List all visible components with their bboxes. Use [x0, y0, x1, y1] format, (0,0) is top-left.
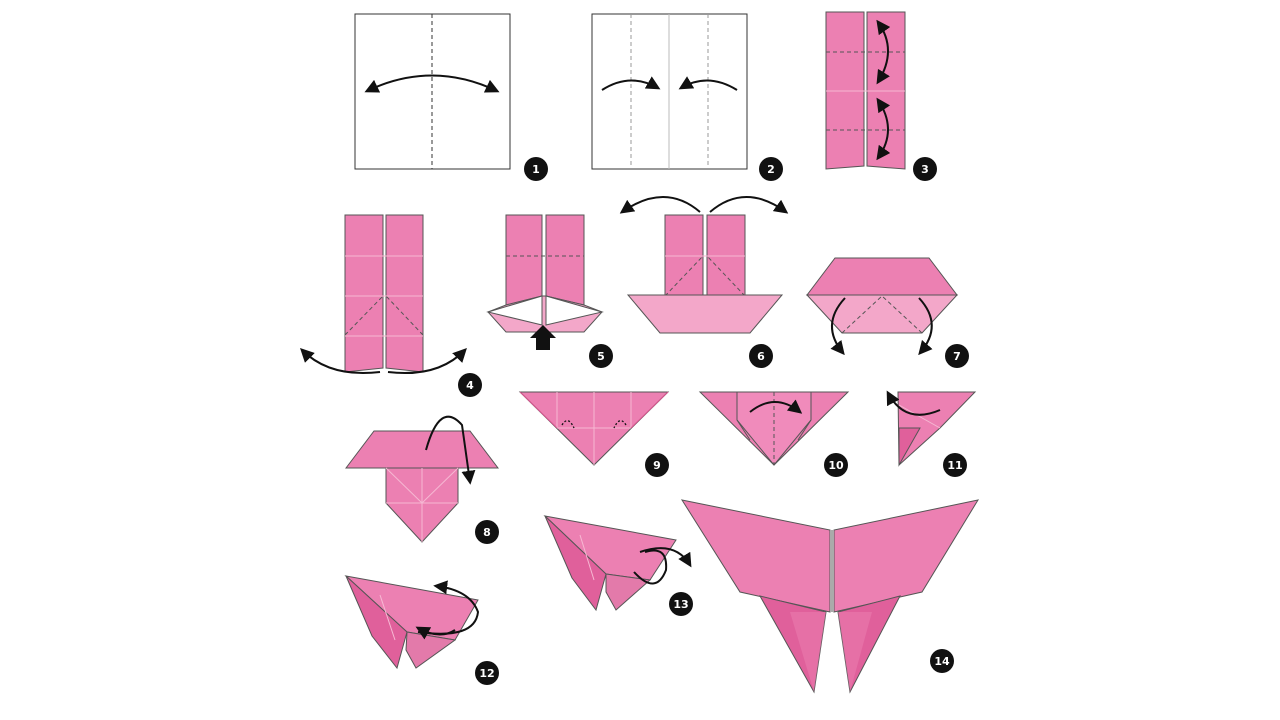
- step-7-diagram: [805, 257, 959, 356]
- step-badge-14: 14: [930, 649, 954, 673]
- step-number: 1: [532, 163, 540, 176]
- fold-arrow-icon: [886, 390, 941, 416]
- step-number: 14: [934, 655, 950, 668]
- step-badge-7: 7: [945, 344, 969, 368]
- step-badge-5: 5: [589, 344, 613, 368]
- step-number: 4: [466, 379, 474, 392]
- push-up-arrow-icon: [530, 325, 556, 350]
- step-number: 8: [483, 526, 491, 539]
- step-badge-10: 10: [824, 453, 848, 477]
- step-number: 7: [953, 350, 961, 363]
- fold-arrow-icon: [619, 196, 701, 214]
- fold-arrow-icon: [387, 347, 467, 375]
- step-badge-6: 6: [749, 344, 773, 368]
- fold-arrow-icon: [364, 74, 500, 93]
- step-4-diagram: [300, 214, 467, 375]
- step-2-diagram: [591, 13, 748, 170]
- step-badge-11: 11: [943, 453, 967, 477]
- step-badge-3: 3: [913, 157, 937, 181]
- step-badge-12: 12: [475, 661, 499, 685]
- step-number: 9: [653, 459, 661, 472]
- fold-arrow-icon: [678, 76, 738, 91]
- fold-arrow-icon: [876, 19, 891, 85]
- step-3-diagram: [825, 11, 906, 170]
- fold-arrow-icon: [601, 76, 661, 91]
- fold-arrow-icon: [709, 196, 789, 214]
- fold-arrow-icon: [425, 415, 476, 485]
- step-number: 6: [757, 350, 765, 363]
- step-badge-2: 2: [759, 157, 783, 181]
- step-badge-8: 8: [475, 520, 499, 544]
- step-11-diagram: [886, 390, 977, 467]
- step-13-diagram: [543, 515, 692, 612]
- step-number: 13: [673, 598, 688, 611]
- step-9-diagram: [518, 391, 670, 466]
- fold-arrow-icon: [300, 348, 381, 375]
- step-8-diagram: [344, 415, 500, 543]
- step-14-diagram: [680, 499, 980, 694]
- step-6-diagram: [619, 196, 789, 334]
- step-number: 11: [947, 459, 962, 472]
- step-10-diagram: [698, 391, 850, 466]
- step-12-diagram: [344, 575, 480, 670]
- fold-arrow-icon: [830, 297, 846, 356]
- step-5-diagram: [486, 214, 604, 350]
- fold-arrow-icon: [876, 97, 891, 161]
- step-number: 10: [828, 459, 844, 472]
- step-badge-4: 4: [458, 373, 482, 397]
- fold-arrow-icon: [918, 297, 933, 356]
- step-badge-1: 1: [524, 157, 548, 181]
- fold-arrow-icon: [639, 547, 692, 568]
- step-number: 5: [597, 350, 605, 363]
- step-number: 2: [767, 163, 775, 176]
- step-badge-13: 13: [669, 592, 693, 616]
- fold-arrow-icon: [415, 626, 456, 640]
- step-number: 3: [921, 163, 929, 176]
- step-1-diagram: [354, 13, 511, 170]
- step-badge-9: 9: [645, 453, 669, 477]
- fold-arrow-icon: [749, 399, 803, 414]
- step-number: 12: [479, 667, 494, 680]
